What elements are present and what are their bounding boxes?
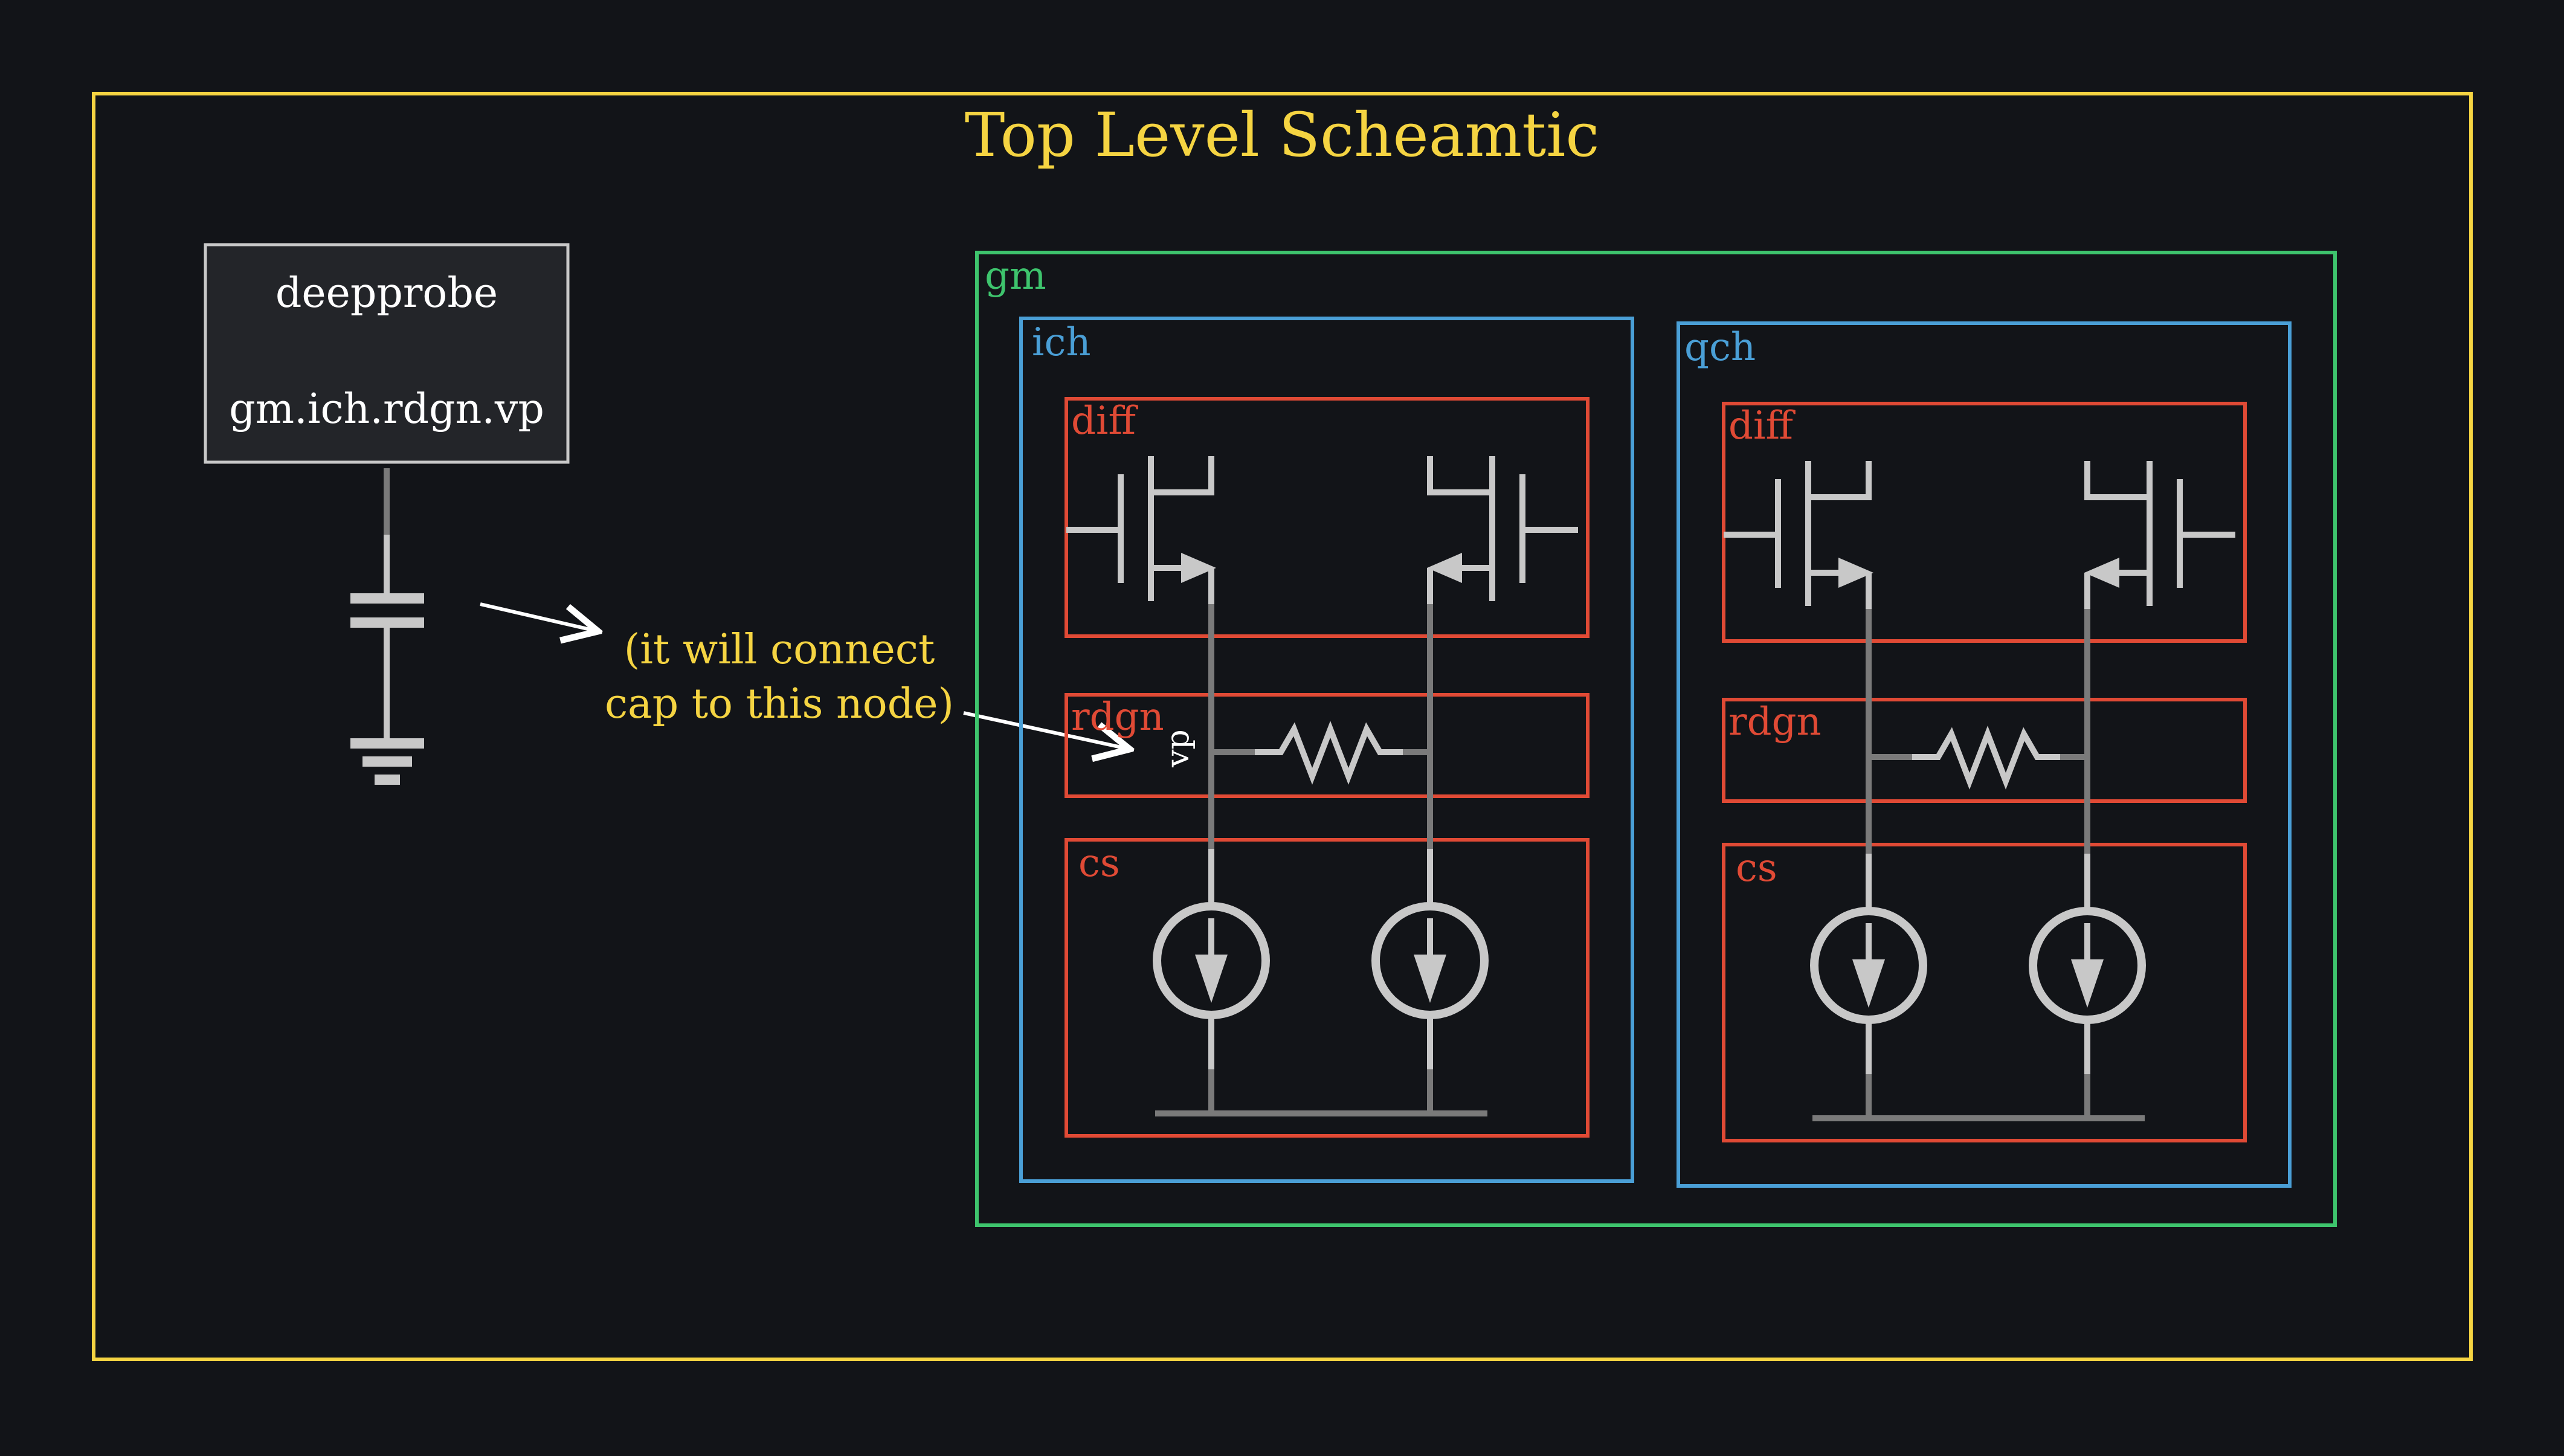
qch-current-source-left: [1810, 854, 1927, 1074]
qch-diff-label: diff: [1728, 404, 1796, 448]
top-level-frame: [92, 92, 2473, 1361]
ich-rdgn-label: rdgn: [1071, 695, 1164, 739]
ich-current-source-right: [1371, 849, 1489, 1069]
probe-capacitor: [350, 468, 424, 680]
ich-label: ich: [1032, 320, 1091, 365]
qch-diff-frame[interactable]: [1722, 402, 2247, 643]
qch-rdgn-frame[interactable]: [1722, 698, 2247, 803]
ich-resistor: [1255, 721, 1403, 785]
qch-resistor: [1912, 726, 2060, 790]
qch-current-source-right: [2029, 854, 2146, 1074]
annotation-line-2: cap to this node): [605, 680, 954, 728]
qch-left-transistor: [1724, 461, 1873, 609]
qch-cs-frame[interactable]: [1722, 843, 2247, 1142]
ich-diff-label: diff: [1071, 399, 1138, 443]
qch-wires: [1812, 579, 2145, 1121]
qch-block[interactable]: qch diff rdgn cs: [1677, 321, 2292, 1188]
annotation-line-1: (it will connect: [624, 626, 935, 674]
qch-right-transistor: [2084, 461, 2235, 609]
ground-icon: [350, 680, 424, 785]
ich-left-transistor: [1066, 456, 1216, 604]
ich-right-transistor: [1427, 456, 1578, 604]
qch-cs-label: cs: [1736, 846, 1777, 891]
page-title: Top Level Scheamtic: [965, 100, 1600, 170]
node-label-vp: vp: [1160, 729, 1196, 768]
gm-label: gm: [985, 254, 1046, 298]
probe-name: deepprobe: [275, 269, 498, 317]
deepprobe-block[interactable]: deepprobe gm.ich.rdgn.vp: [204, 243, 570, 464]
ich-diff-frame[interactable]: [1065, 397, 1590, 638]
gm-frame[interactable]: [975, 251, 2337, 1227]
annotation-arrow-to-node: [963, 711, 1130, 749]
ich-wires: [1155, 574, 1487, 1116]
ich-block[interactable]: ich diff rdgn cs: [1019, 317, 1634, 1183]
qch-label: qch: [1684, 325, 1756, 370]
ich-cs-label: cs: [1078, 841, 1120, 886]
ich-current-source-left: [1153, 849, 1270, 1069]
annotation-arrow-from-cap: [480, 602, 598, 631]
qch-rdgn-label: rdgn: [1728, 700, 1822, 744]
ich-cs-frame[interactable]: [1065, 838, 1590, 1138]
probe-target: gm.ich.rdgn.vp: [229, 385, 544, 433]
ich-rdgn-frame[interactable]: [1065, 693, 1590, 798]
